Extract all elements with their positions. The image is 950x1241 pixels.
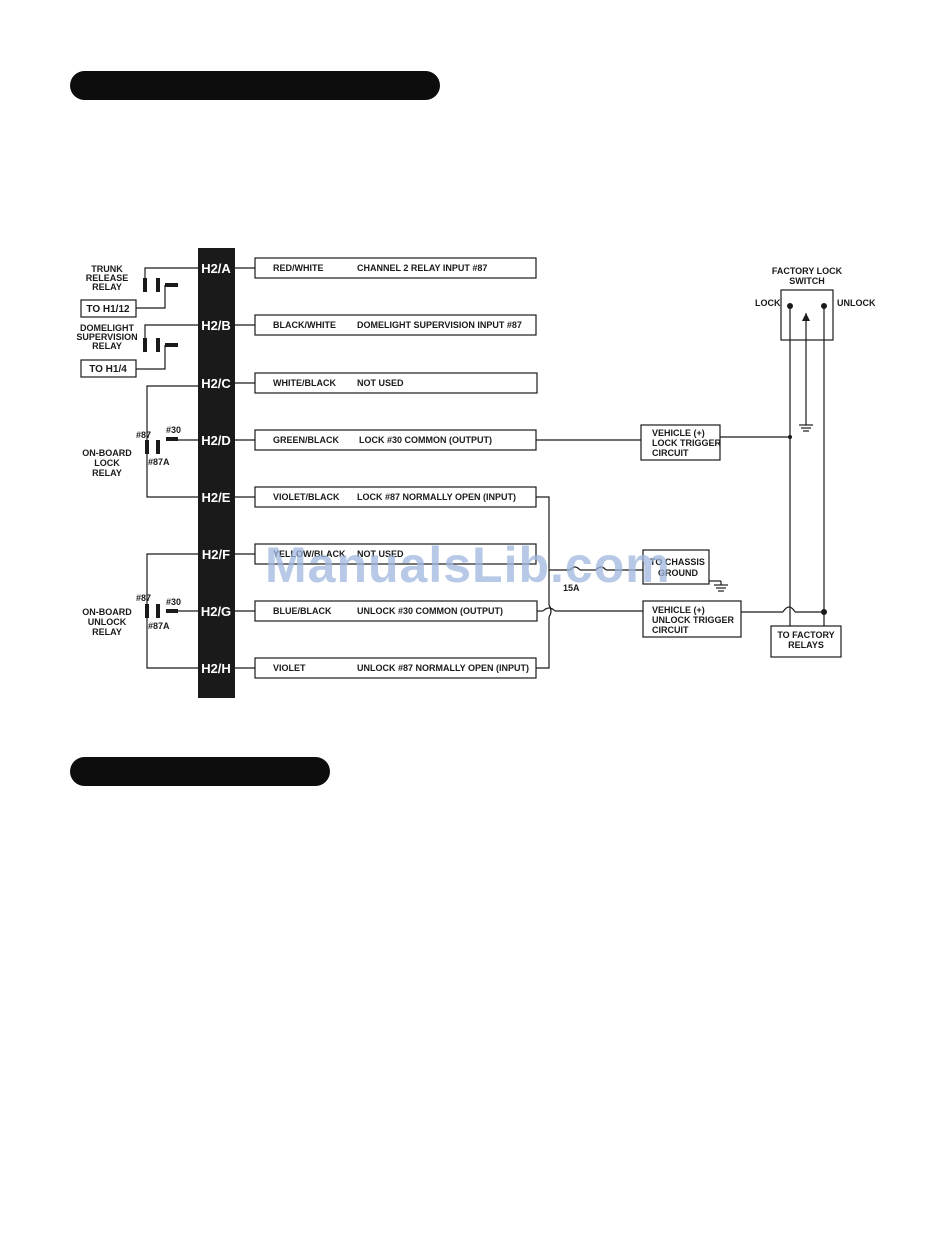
box-label: CIRCUIT	[652, 448, 689, 458]
onboard-unlock-relay: ON-BOARD UNLOCK RELAY #87 #30 #87A	[82, 553, 198, 669]
relay-label: RELAY	[92, 627, 122, 637]
chassis-ground-box: TO CHASSIS GROUND	[642, 549, 728, 592]
wire-function: CHANNEL 2 RELAY INPUT #87	[357, 263, 487, 273]
domelight-supervision-relay: DOMELIGHT SUPERVISION RELAY TO H1/4	[76, 323, 198, 378]
pin-row-d: H2/D GREEN/BLACK LOCK #30 COMMON (OUTPUT…	[201, 429, 537, 451]
ground-icon	[799, 424, 813, 432]
pin-row-a: H2/A RED/WHITE CHANNEL 2 RELAY INPUT #87	[201, 257, 537, 279]
trunk-release-relay: TRUNK RELEASE RELAY TO H1/12	[80, 264, 198, 318]
box-label: TO CHASSIS	[650, 557, 705, 567]
terminal-30-label: #30	[166, 597, 181, 607]
terminal-87a-label: #87A	[148, 457, 170, 467]
wire-color: RED/WHITE	[273, 263, 324, 273]
relay-label: ON-BOARD	[82, 448, 132, 458]
pin-label: H2/H	[201, 661, 231, 676]
wire-function: LOCK #87 NORMALLY OPEN (INPUT)	[357, 492, 516, 502]
relay-label: TRUNK	[91, 264, 123, 274]
switch-lock-label: LOCK	[755, 298, 781, 308]
box-label: TO FACTORY	[777, 630, 834, 640]
fuse-label: 15A	[563, 583, 580, 593]
terminal-30-label: #30	[166, 425, 181, 435]
switch-arrow-icon	[802, 313, 810, 321]
onboard-lock-relay: ON-BOARD LOCK RELAY #87 #30 #87A	[82, 385, 198, 498]
wire-color: WHITE/BLACK	[273, 378, 336, 388]
box-label: LOCK TRIGGER	[652, 438, 721, 448]
wire-function: UNLOCK #30 COMMON (OUTPUT)	[357, 606, 503, 616]
relay-label: SUPERVISION	[76, 332, 137, 342]
switch-label: SWITCH	[789, 276, 825, 286]
junction-dot	[788, 435, 792, 439]
trunk-ref-label: TO H1/12	[86, 304, 130, 315]
pin-label: H2/A	[201, 261, 231, 276]
switch-unlock-label: UNLOCK	[837, 298, 876, 308]
wire-color: GREEN/BLACK	[273, 435, 340, 445]
pin-row-f: H2/F YELLOW/BLACK NOT USED	[202, 543, 537, 565]
wire-color: VIOLET/BLACK	[273, 492, 340, 502]
terminal-87-label: #87	[136, 593, 151, 603]
terminal-87a-label: #87A	[148, 621, 170, 631]
pin-row-b: H2/B BLACK/WHITE DOMELIGHT SUPERVISION I…	[201, 314, 537, 336]
pin-row-c: H2/C WHITE/BLACK NOT USED	[201, 372, 538, 394]
relay-label: RELAY	[92, 282, 122, 292]
wire-function: UNLOCK #87 NORMALLY OPEN (INPUT)	[357, 663, 529, 673]
wire-function: DOMELIGHT SUPERVISION INPUT #87	[357, 320, 522, 330]
box-label: RELAYS	[788, 640, 824, 650]
pin-row-g: H2/G BLUE/BLACK UNLOCK #30 COMMON (OUTPU…	[201, 600, 538, 622]
pin-row-h: H2/H VIOLET UNLOCK #87 NORMALLY OPEN (IN…	[201, 657, 537, 679]
relay-label: ON-BOARD	[82, 607, 132, 617]
h2-connector	[198, 248, 235, 698]
switch-label: FACTORY LOCK	[772, 266, 843, 276]
section-header-bar-top	[70, 71, 440, 100]
box-label: CIRCUIT	[652, 625, 689, 635]
box-label: VEHICLE (+)	[652, 428, 705, 438]
factory-relays-box: TO FACTORY RELAYS	[770, 625, 842, 658]
vehicle-unlock-trigger-box: VEHICLE (+) UNLOCK TRIGGER CIRCUIT	[642, 600, 742, 638]
relay-label: RELAY	[92, 468, 122, 478]
relay-label: DOMELIGHT	[80, 323, 134, 333]
terminal-87-label: #87	[136, 430, 151, 440]
vehicle-wiring	[536, 306, 825, 669]
box-label: GROUND	[658, 568, 698, 578]
relay-label: UNLOCK	[88, 617, 127, 627]
pin-label: H2/G	[201, 604, 231, 619]
factory-lock-switch: FACTORY LOCK SWITCH LOCK UNLOCK	[755, 266, 876, 341]
wire-color: BLACK/WHITE	[273, 320, 336, 330]
junction-dot	[821, 609, 827, 615]
wire-color: VIOLET	[273, 663, 306, 673]
relay-label: RELEASE	[86, 273, 129, 283]
watermark: ManualsLib.com	[265, 537, 671, 593]
wire-function: LOCK #30 COMMON (OUTPUT)	[359, 435, 492, 445]
pin-label: H2/B	[201, 318, 231, 333]
vehicle-lock-trigger-box: VEHICLE (+) LOCK TRIGGER CIRCUIT	[640, 424, 721, 461]
wire-function: NOT USED	[357, 378, 404, 388]
wire-function: NOT USED	[357, 549, 404, 559]
box-label: UNLOCK TRIGGER	[652, 615, 734, 625]
box-label: VEHICLE (+)	[652, 605, 705, 615]
pin-label: H2/C	[201, 376, 231, 391]
relay-label: LOCK	[94, 458, 120, 468]
pin-label: H2/D	[201, 433, 231, 448]
pin-row-e: H2/E VIOLET/BLACK LOCK #87 NORMALLY OPEN…	[202, 486, 537, 508]
section-header-bar-bottom	[70, 757, 330, 786]
relay-label: RELAY	[92, 341, 122, 351]
pin-label: H2/F	[202, 547, 230, 562]
pin-label: H2/E	[202, 490, 231, 505]
dome-ref-label: TO H1/4	[89, 364, 127, 375]
wire-color: YELLOW/BLACK	[273, 549, 346, 559]
wire-color: BLUE/BLACK	[273, 606, 332, 616]
